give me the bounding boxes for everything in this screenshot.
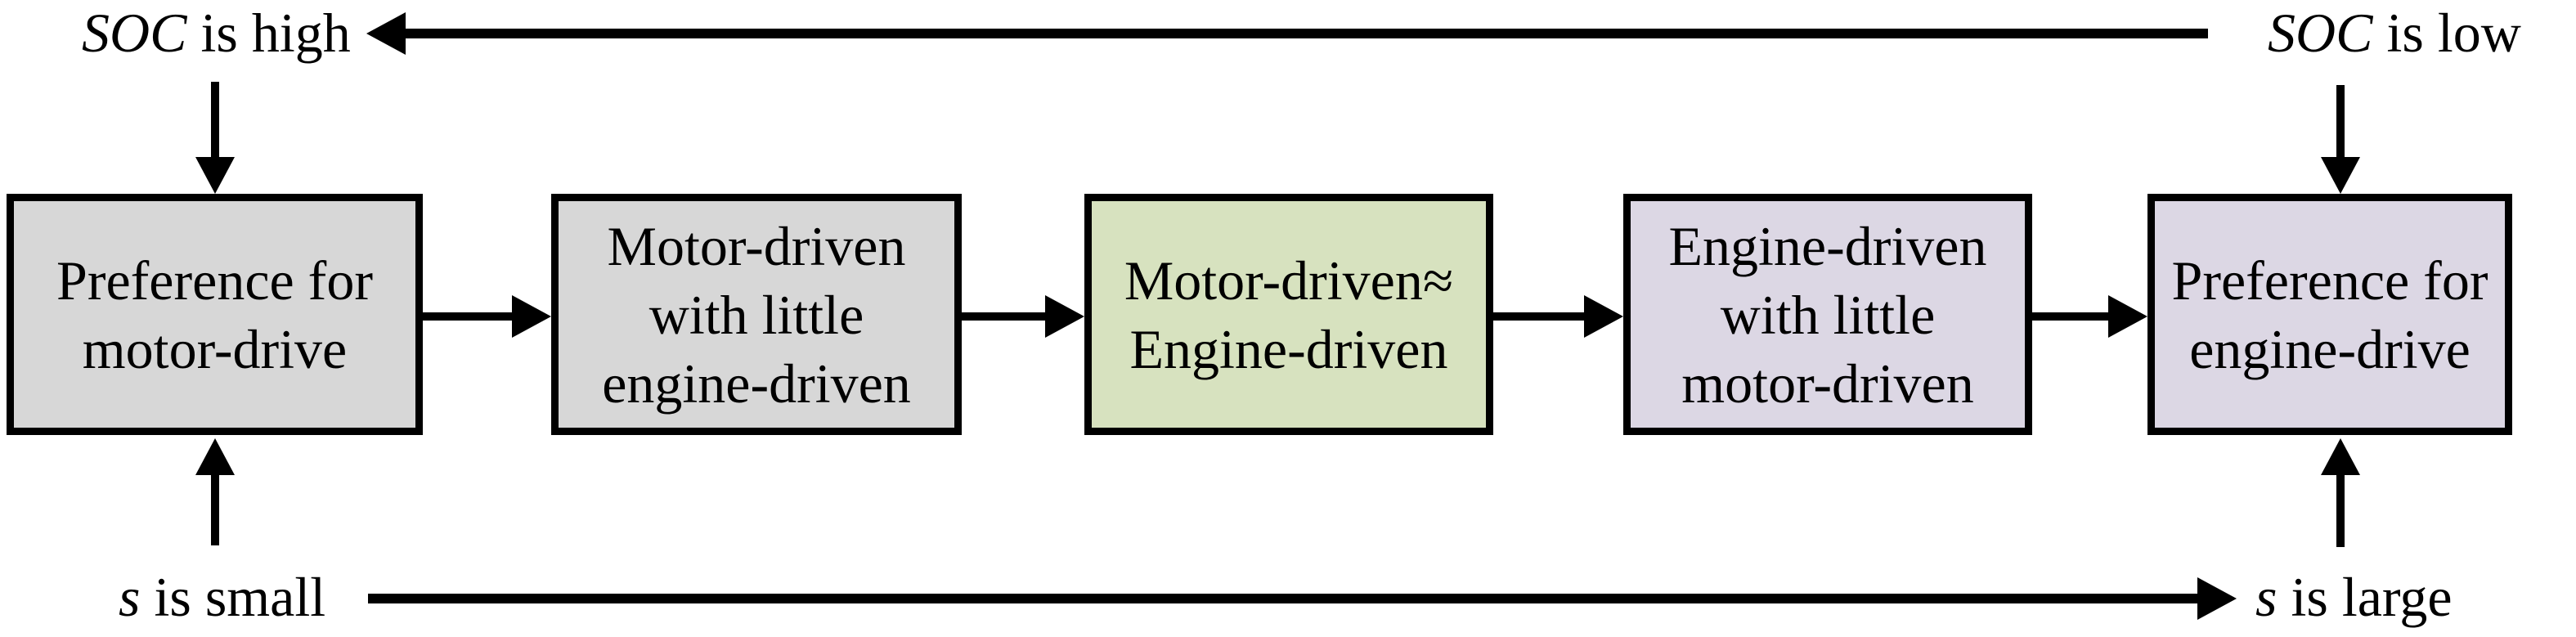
box-line: with little <box>648 283 864 346</box>
s-variable: s <box>119 566 141 628</box>
label-soc-high-text: is high <box>186 2 351 64</box>
box-line: Motor-driven <box>607 214 906 277</box>
box-motor-driven-with-little-engine-driven: Motor-driven with little engine-driven <box>551 194 962 435</box>
box-line: engine-drive <box>2189 317 2471 380</box>
soc-low-down-arrowhead <box>2321 157 2360 194</box>
s-variable: s <box>2255 566 2278 628</box>
label-soc-high: SOC is high <box>82 3 351 62</box>
box-motor-driven-approx-engine-driven: Motor-driven≈ Engine-driven <box>1084 194 1493 435</box>
box-line: Preference for <box>2171 249 2488 312</box>
label-soc-low: SOC is low <box>2268 3 2521 62</box>
box-engine-driven-with-little-motor-driven: Engine-driven with little motor-driven <box>1623 194 2032 435</box>
box-line: motor-drive <box>82 317 348 380</box>
soc-feedback-arrowhead <box>366 12 406 55</box>
label-s-small-text: is small <box>140 566 326 628</box>
box-line: Engine-driven <box>1129 317 1448 380</box>
s-large-up-arrowhead <box>2321 438 2360 475</box>
soc-feedback-arrow-line <box>402 29 2208 38</box>
label-s-large-text: is large <box>2277 566 2453 628</box>
flow-arrow-2-head <box>1045 295 1084 338</box>
soc-high-down-arrowhead <box>195 157 235 194</box>
s-axis-arrowhead <box>2197 577 2237 620</box>
flow-arrow-4-head <box>2108 295 2147 338</box>
soc-low-down-arrow-line <box>2336 85 2345 159</box>
s-small-up-arrow-line <box>211 473 219 545</box>
flow-arrow-1-head <box>512 295 551 338</box>
soc-high-down-arrow-line <box>211 82 219 159</box>
box-line: with little <box>1720 283 1936 346</box>
s-large-up-arrow-line <box>2336 473 2345 547</box>
box-preference-for-motor-drive: Preference for motor-drive <box>7 194 423 435</box>
label-s-small: s is small <box>119 567 325 626</box>
box-preference-for-engine-drive: Preference for engine-drive <box>2147 194 2512 435</box>
flow-arrow-2-line <box>962 312 1047 321</box>
label-soc-low-text: is low <box>2372 2 2521 64</box>
box-line: Motor-driven≈ <box>1124 249 1454 312</box>
box-line: Engine-driven <box>1668 214 1987 277</box>
box-line: Preference for <box>56 249 373 312</box>
s-small-up-arrowhead <box>195 438 235 475</box>
flow-arrow-1-line <box>423 312 515 321</box>
soc-variable: SOC <box>82 2 187 64</box>
box-line: engine-driven <box>602 352 911 415</box>
box-line: motor-driven <box>1681 352 1974 415</box>
s-axis-arrow-line <box>368 594 2200 603</box>
flow-arrow-4-line <box>2032 312 2110 321</box>
flow-arrow-3-line <box>1493 312 1586 321</box>
label-s-large: s is large <box>2255 567 2453 626</box>
soc-variable: SOC <box>2268 2 2373 64</box>
flow-arrow-3-head <box>1584 295 1623 338</box>
